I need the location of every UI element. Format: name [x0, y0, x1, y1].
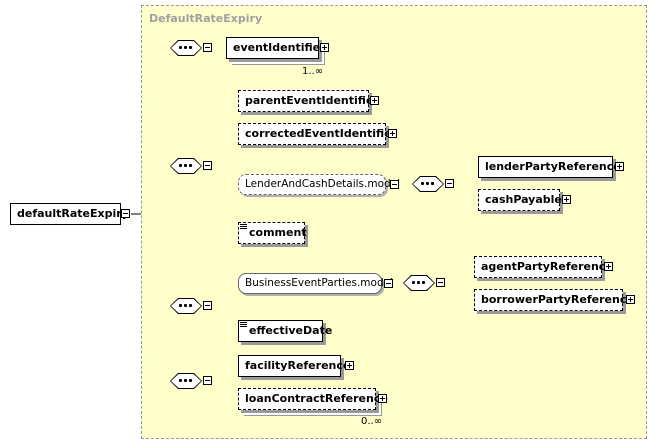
group-label: LenderAndCashDetails.model [245, 178, 401, 190]
element-label: cashPayable [485, 193, 562, 206]
cardinality-label: 1..∞ [302, 66, 324, 77]
documentation-icon [240, 224, 247, 230]
element-effective-date[interactable]: effectiveDate [238, 320, 332, 342]
element-label: loanContractReference [245, 392, 388, 405]
element-facility-reference[interactable]: facilityReference [238, 355, 350, 377]
element-label: effectiveDate [249, 324, 333, 337]
element-comment[interactable]: comment [238, 222, 307, 244]
group-lender-and-cash-details[interactable]: LenderAndCashDetails.model [238, 174, 400, 195]
expand-icon[interactable] [562, 195, 571, 204]
expand-icon[interactable] [378, 394, 387, 403]
element-parent-event-identifier[interactable]: parentEventIdentifier [238, 90, 379, 112]
collapse-icon[interactable] [121, 209, 130, 218]
collapse-icon[interactable] [203, 161, 212, 170]
expand-icon[interactable] [345, 361, 354, 370]
expand-icon[interactable] [388, 129, 397, 138]
root-element-default-rate-expiry[interactable]: defaultRateExpiry [10, 203, 129, 225]
collapse-icon[interactable] [445, 179, 454, 188]
root-element-label: defaultRateExpiry [17, 207, 129, 220]
element-label: borrowerPartyReference [481, 293, 634, 306]
element-cash-payable[interactable]: cashPayable [478, 189, 562, 211]
element-label: correctedEventIdentifier [245, 127, 398, 140]
group-label: BusinessEventParties.model [245, 277, 393, 289]
collapse-icon[interactable] [203, 376, 212, 385]
element-agent-party-reference[interactable]: agentPartyReference [474, 256, 613, 278]
element-borrower-party-reference[interactable]: borrowerPartyReference [474, 289, 634, 311]
expand-icon[interactable] [604, 262, 613, 271]
element-label: lenderPartyReference [485, 160, 621, 173]
element-label: agentPartyReference [481, 260, 613, 273]
element-event-identifier[interactable]: eventIdentifier [226, 37, 326, 59]
collapse-icon[interactable] [436, 278, 445, 287]
collapse-icon[interactable] [203, 43, 212, 52]
complex-type-box [141, 5, 647, 439]
expand-icon[interactable] [615, 162, 624, 171]
element-corrected-event-identifier[interactable]: correctedEventIdentifier [238, 123, 397, 145]
element-loan-contract-reference[interactable]: loanContractReference [238, 388, 388, 410]
documentation-icon [240, 322, 247, 328]
element-lender-party-reference[interactable]: lenderPartyReference [478, 156, 621, 178]
collapse-icon[interactable] [203, 301, 212, 310]
element-label: facilityReference [245, 359, 351, 372]
cardinality-label: 0..∞ [361, 416, 383, 427]
expand-icon[interactable] [320, 43, 329, 52]
complex-type-title: DefaultRateExpiry [149, 12, 263, 25]
group-business-event-parties[interactable]: BusinessEventParties.model [238, 273, 393, 294]
element-label: parentEventIdentifier [245, 94, 379, 107]
expand-icon[interactable] [370, 96, 379, 105]
expand-icon[interactable] [626, 295, 635, 304]
collapse-icon[interactable] [384, 279, 393, 288]
element-label: eventIdentifier [233, 41, 326, 54]
element-label: comment [249, 226, 307, 239]
collapse-icon[interactable] [390, 180, 399, 189]
